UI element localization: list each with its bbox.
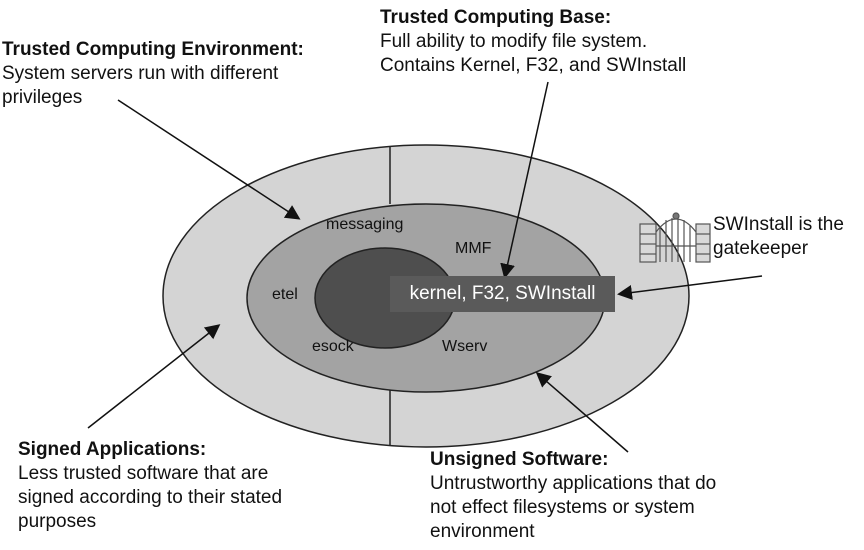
signed-arrow: [87, 324, 221, 429]
tcb-title: Trusted Computing Base:: [380, 7, 612, 28]
unsigned-line-3: environment: [430, 521, 535, 542]
signed-line-3: purposes: [18, 511, 97, 532]
server-messaging: messaging: [326, 216, 404, 233]
gatekeeper-label: SWInstall is the gatekeeper: [713, 213, 864, 261]
server-mmf: MMF: [455, 240, 492, 257]
unsigned-label: Unsigned Software: Untrustworthy applica…: [430, 448, 716, 544]
gatekeeper-line-1: SWInstall is the: [713, 214, 844, 235]
tcb-line-1: Full ability to modify file system.: [380, 31, 648, 52]
tce-title: Trusted Computing Environment:: [2, 39, 304, 60]
tce-line-2: privileges: [2, 87, 83, 108]
tcb-label: Trusted Computing Base: Full ability to …: [380, 6, 686, 78]
server-esock: esock: [312, 338, 354, 355]
unsigned-title: Unsigned Software:: [430, 449, 609, 470]
unsigned-arrow: [535, 372, 629, 453]
tce-line-1: System servers run with different: [2, 63, 279, 84]
signed-label: Signed Applications: Less trusted softwa…: [18, 438, 282, 534]
tce-arrow: [117, 99, 301, 220]
server-wserv: Wserv: [442, 338, 488, 355]
tce-label: Trusted Computing Environment: System se…: [2, 38, 304, 110]
gatekeeper-arrow: [617, 275, 763, 300]
signed-title: Signed Applications:: [18, 439, 207, 460]
tcb-line-2: Contains Kernel, F32, and SWInstall: [380, 55, 687, 76]
unsigned-line-2: not effect filesystems or system: [430, 497, 695, 518]
core-label: kernel, F32, SWInstall: [390, 276, 615, 312]
tcb-arrow: [500, 81, 549, 279]
unsigned-line-1: Untrustworthy applications that do: [430, 473, 717, 494]
gatekeeper-line-2: gatekeeper: [713, 238, 809, 259]
gate-icon: [639, 212, 711, 263]
server-etel: etel: [272, 286, 298, 303]
signed-line-2: signed according to their stated: [18, 487, 283, 508]
signed-line-1: Less trusted software that are: [18, 463, 269, 484]
